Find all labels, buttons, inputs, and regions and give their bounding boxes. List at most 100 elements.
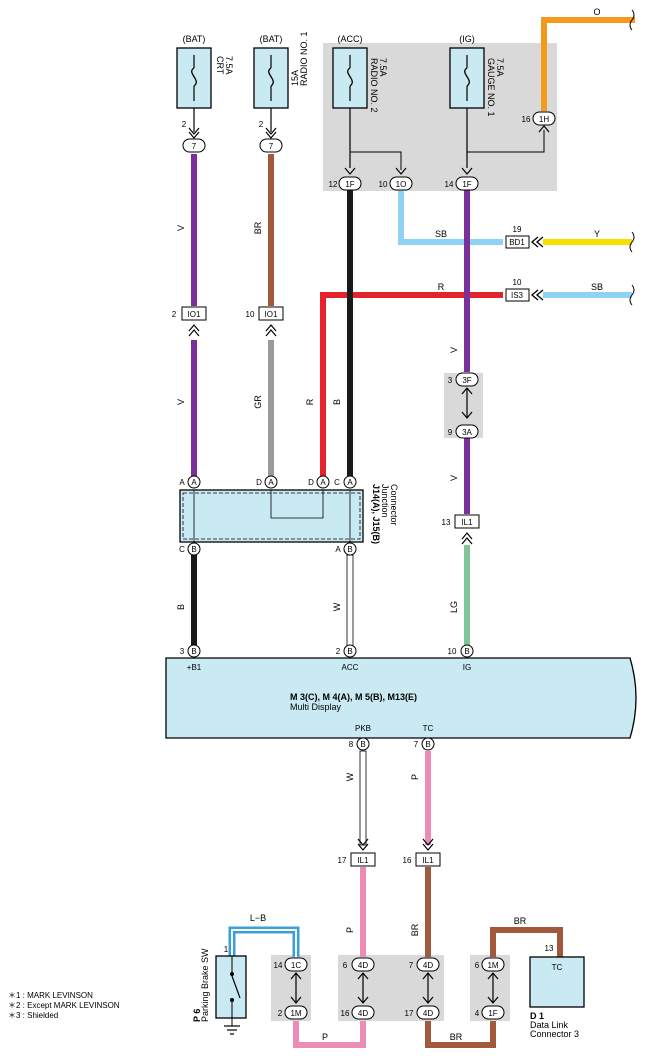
- connector-7-crt: [182, 138, 206, 153]
- multi-display-pkb: PKB: [355, 724, 371, 733]
- splice-acc: [350, 151, 402, 170]
- wire-label-w-pkb: W: [345, 772, 355, 781]
- fuse-gauge1-label: 7.5A GAUGE NO. 1: [486, 58, 505, 117]
- connector-4d-brown-bottom: [416, 1005, 440, 1020]
- pin-radio1-2: 2: [259, 120, 264, 129]
- data-link-connector: [529, 956, 585, 1008]
- display-pin-10: [460, 644, 474, 658]
- footnote-2: ＊2 : Except MARK LEVINSON: [8, 1001, 120, 1010]
- junction-pin-b-b1: [187, 542, 201, 556]
- wire-brown-dlc: [490, 927, 563, 957]
- wire-label-lb: L−B: [250, 913, 266, 923]
- connector-1f-ig: [455, 176, 479, 191]
- connector-7-crt-label: 7: [192, 142, 197, 151]
- wire-label-b-b1: B: [176, 604, 186, 610]
- display-pin-8: [356, 737, 370, 751]
- connector-4d-pink-bottom: [351, 1005, 375, 1020]
- power-ig: (IG): [459, 34, 475, 44]
- bd1-arrow-icon: [530, 236, 544, 248]
- multi-display-tc: TC: [423, 724, 434, 733]
- junction-pin-a-crt: [187, 475, 201, 489]
- multi-display-code: M 3(C), M 4(A), M 5(B), M13(E): [290, 692, 417, 702]
- display-pin-7-label: B: [425, 740, 430, 749]
- switch-lever-icon: [231, 975, 241, 999]
- wire-pink-loop: [293, 1021, 366, 1048]
- connector-1h-label: 1H: [539, 115, 549, 124]
- parking-brake-name: Parking Brake SW: [200, 948, 210, 1022]
- wire-label-br-loop: BR: [450, 1032, 463, 1042]
- wire-label-gr: GR: [253, 395, 263, 409]
- junction-pin-a-acc: [343, 475, 357, 489]
- footnote-3: ＊3 : Shielded: [8, 1011, 59, 1020]
- acc-arrow-icon: [344, 167, 356, 175]
- fuse-crt-rating: 7.5A: [224, 56, 234, 75]
- connector-io1-radio1: [258, 306, 284, 321]
- wire-orange: [541, 17, 635, 111]
- pin-12: 12: [329, 180, 338, 189]
- display-pin-3-label: B: [191, 647, 196, 656]
- connector-4d-pink-bottom-label: 4D: [358, 1009, 368, 1018]
- junction-line2: Connector: [389, 484, 399, 526]
- connector-1m-br: [481, 957, 505, 972]
- multi-display: [165, 657, 637, 739]
- wire-label-br-dlc: BR: [514, 916, 527, 926]
- connector-1m-p-label: 1M: [290, 1009, 301, 1018]
- 3a-arrow-icon: [461, 411, 473, 419]
- multi-display-b1: +B1: [187, 663, 202, 672]
- io1-radio1-arrow-icon: [265, 324, 277, 337]
- junction-pin-d-gr-side: D: [256, 478, 262, 487]
- pin-crt-2: 2: [182, 120, 187, 129]
- pin-2-1m: 2: [278, 1009, 283, 1018]
- wire-label-sb-2: SB: [591, 282, 603, 292]
- ground-icon: [224, 1025, 240, 1035]
- display-pin-8-label: B: [360, 740, 365, 749]
- connector-il1-tc: [415, 852, 441, 867]
- junction-pin-a-gr: [264, 475, 278, 489]
- connector-1o: [389, 176, 413, 191]
- data-link-line1: Data Link: [530, 1020, 569, 1030]
- connector-3f-label: 3F: [462, 376, 471, 385]
- pin-13-dlc: 13: [545, 944, 554, 953]
- pin-9-3a: 9: [448, 428, 453, 437]
- parking-brake-switch: [215, 955, 247, 1019]
- connector-1m-br-label: 1M: [487, 961, 498, 970]
- connector-il1-tc-label: IL1: [422, 856, 434, 865]
- fuse-radio1-label: 15A RADIO NO. 1: [290, 31, 309, 86]
- junction-pin-a-acc-label: A: [347, 478, 353, 487]
- is3-arrow-icon: [530, 289, 544, 301]
- junction-pin-c-b1-side: C: [179, 545, 185, 554]
- fuse-crt-name: CRT: [215, 56, 225, 75]
- wire-label-v-1: V: [176, 225, 186, 231]
- connector-1c-label: 1C: [291, 961, 301, 970]
- wire-brown-loop: [425, 1021, 496, 1048]
- wire-label-br-1: BR: [253, 221, 263, 234]
- ig-arrow-icon: [461, 167, 473, 175]
- wire-label-p-il1: P: [345, 927, 355, 933]
- 1h-arrow-icon: [538, 125, 550, 133]
- display-pin-7-num: 7: [414, 740, 419, 749]
- wire-label-w-acc: W: [332, 602, 342, 611]
- junction-pin-a-red-label: A: [320, 478, 326, 487]
- fuse-crt: [176, 47, 212, 132]
- connector-1f-ig-label: 1F: [462, 180, 471, 189]
- junction-pin-a-crt-label: A: [191, 478, 197, 487]
- wire-label-lg: LG: [449, 601, 459, 613]
- junction-inner: [182, 492, 361, 540]
- wire-label-y: Y: [594, 229, 600, 239]
- junction-code: J14(A), J15(B): [371, 484, 381, 544]
- connector-1f-acc: [338, 176, 362, 191]
- pin-13: 13: [442, 518, 451, 527]
- wire-label-v-ig-2: V: [449, 475, 459, 481]
- connector-il1-pkb-label: IL1: [357, 856, 369, 865]
- junction-pin-c-acc-side: C: [334, 478, 340, 487]
- connector-7-radio1: [259, 138, 283, 153]
- junction-pin-a-gr-label: A: [268, 478, 274, 487]
- power-bat-2: (BAT): [260, 34, 283, 44]
- connector-1f-br: [481, 1005, 505, 1020]
- radio2-arrow-icon: [395, 167, 407, 175]
- data-link-code: D 1: [530, 1011, 544, 1021]
- display-pin-8-num: 8: [349, 740, 354, 749]
- junction-pin-a-red: [316, 475, 330, 489]
- wire-end-sb-icon: [629, 284, 635, 306]
- wire-label-v-2: V: [176, 399, 186, 405]
